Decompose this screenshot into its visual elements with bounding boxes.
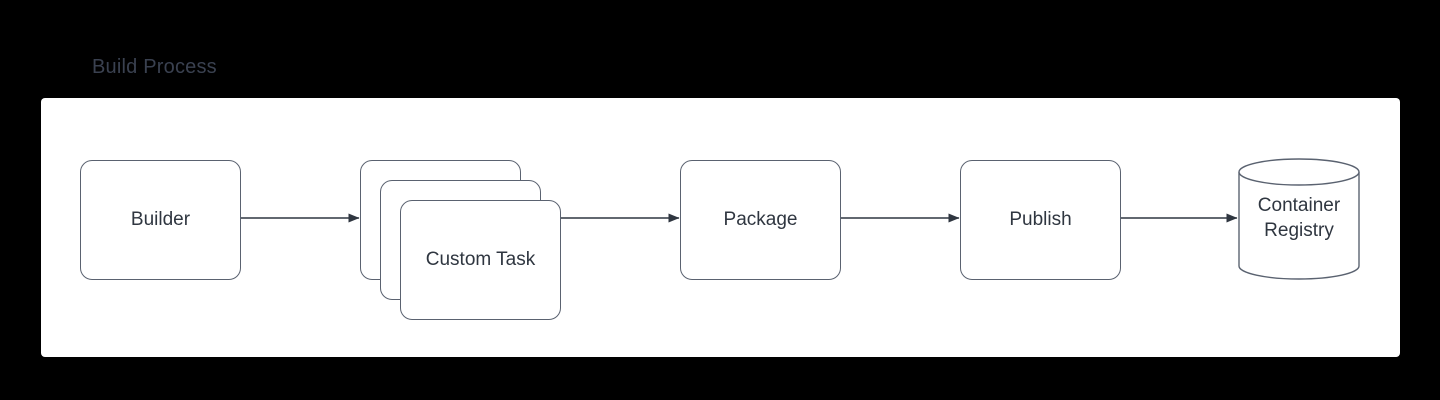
node-custom-task[interactable]: Custom Task: [400, 200, 561, 320]
node-package[interactable]: Package: [680, 160, 841, 280]
node-package-label: Package: [723, 208, 798, 230]
diagram-title: Build Process: [92, 56, 217, 78]
node-publish-label: Publish: [1009, 208, 1072, 230]
node-publish[interactable]: Publish: [960, 160, 1121, 280]
node-builder[interactable]: Builder: [80, 160, 241, 280]
node-container-registry[interactable]: [1238, 158, 1360, 280]
node-custom-task-label: Custom Task: [425, 248, 536, 270]
node-builder-label: Builder: [130, 208, 191, 230]
